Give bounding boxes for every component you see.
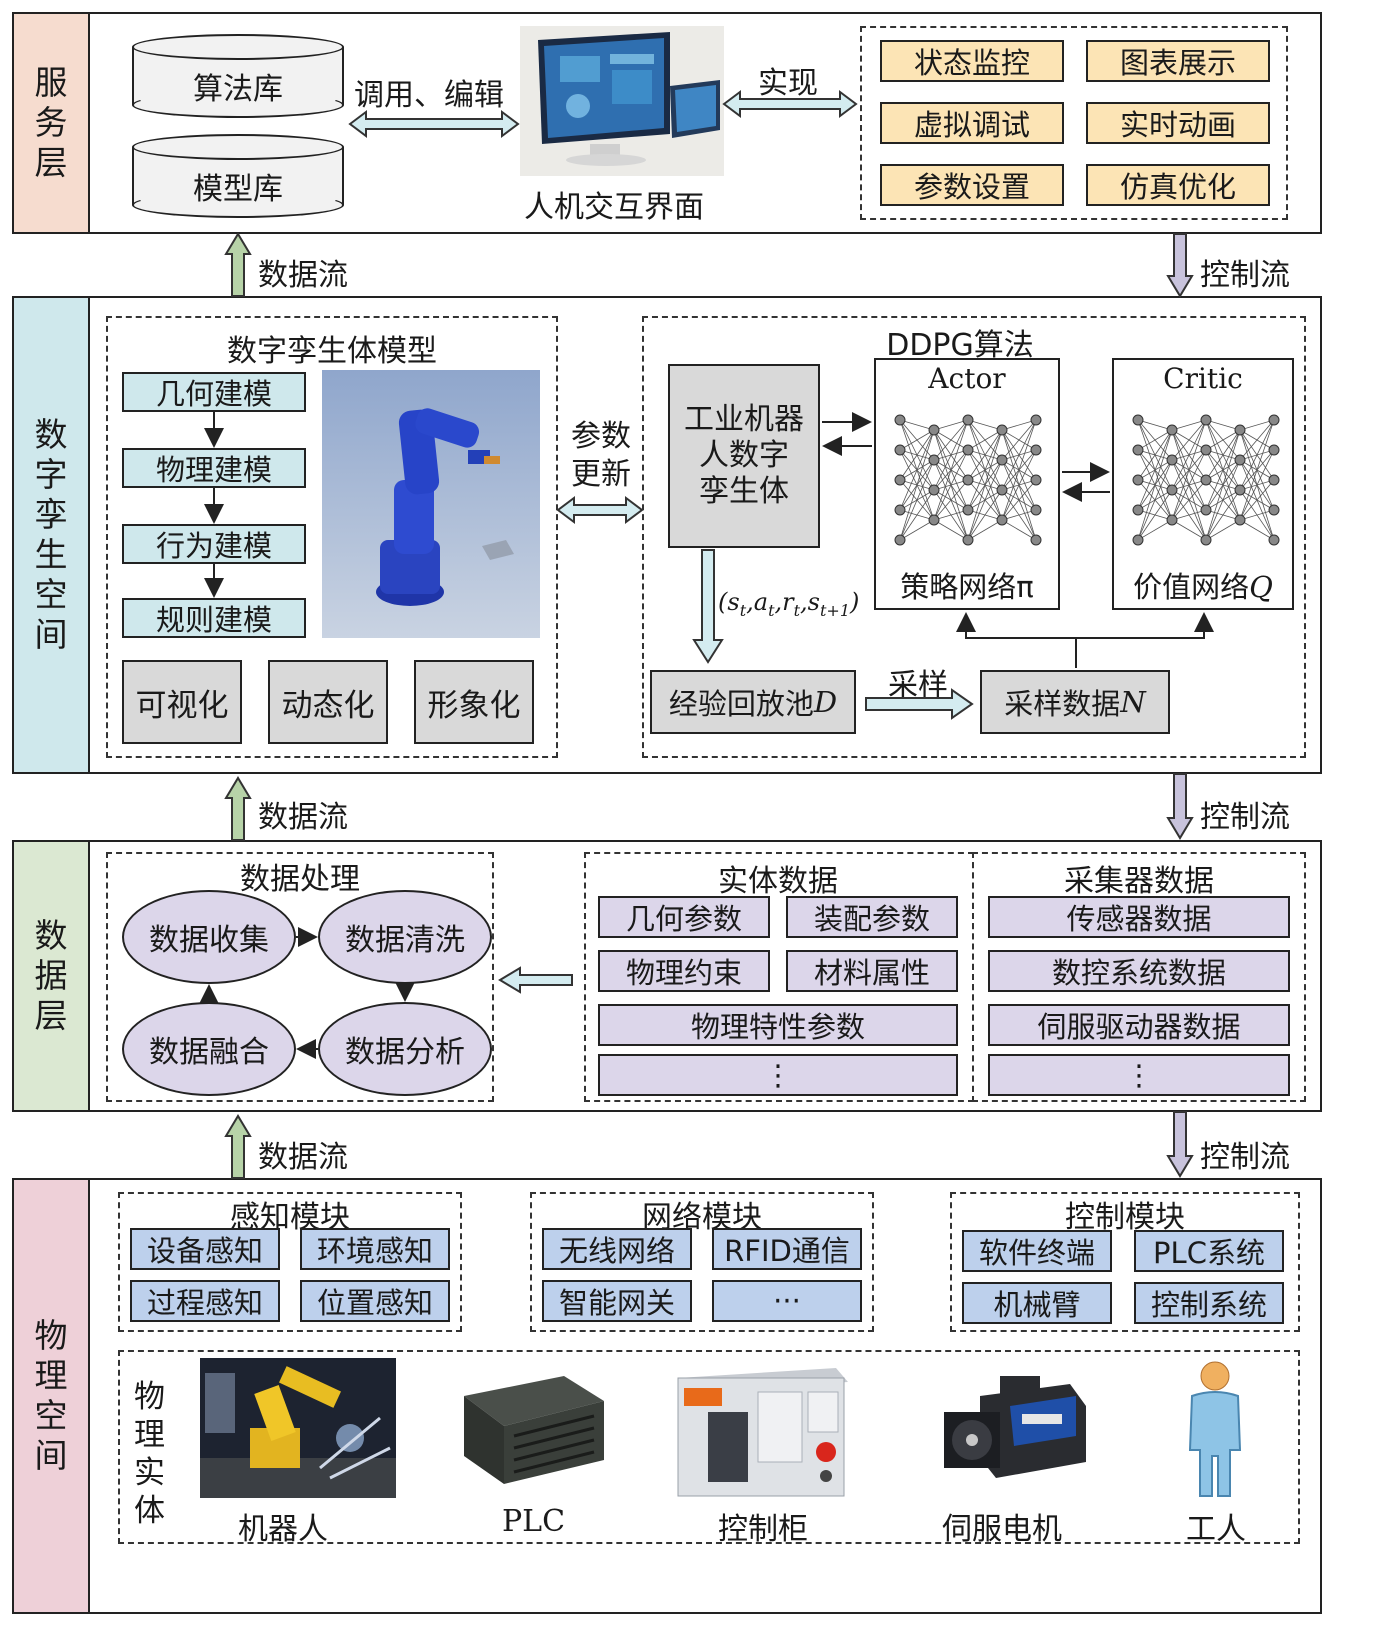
critic-title: Critic bbox=[1163, 362, 1243, 395]
network-more: ··· bbox=[712, 1280, 862, 1322]
algorithm-library: 算法库 bbox=[132, 34, 344, 118]
call-edit-label: 调用、编辑 bbox=[354, 78, 504, 113]
actor-network: Actor 策略网络π bbox=[874, 358, 1060, 610]
actor-title: Actor bbox=[928, 362, 1006, 395]
plc-photo bbox=[454, 1356, 616, 1494]
servo-motor-photo bbox=[940, 1366, 1090, 1496]
entity-servo-motor-label: 伺服电机 bbox=[942, 1512, 1062, 1547]
critic-net-label: 价值网络Q bbox=[1133, 570, 1273, 604]
physical-entity-group bbox=[118, 1350, 1300, 1544]
transition-tuple: (st,at,rt,st+1) bbox=[718, 588, 860, 620]
data-processing-title: 数据处理 bbox=[240, 862, 360, 897]
process-sensing: 过程感知 bbox=[130, 1280, 280, 1322]
collector-more: ⋮ bbox=[988, 1054, 1290, 1096]
twin-model-group bbox=[106, 316, 558, 758]
collector-data-group bbox=[972, 852, 1306, 1102]
control-module-group bbox=[950, 1192, 1300, 1332]
entity-geometric-params: 几何参数 bbox=[598, 896, 770, 938]
control-cabinet-photo bbox=[668, 1362, 854, 1498]
behavior-modeling: 行为建模 bbox=[122, 524, 306, 564]
physical-layer-label: 物理空间 bbox=[12, 1178, 90, 1614]
sensor-data: 传感器数据 bbox=[988, 896, 1290, 938]
data-cleaning: 数据清洗 bbox=[318, 890, 492, 984]
robotic-arm: 机械臂 bbox=[962, 1282, 1112, 1324]
visualization-image: 形象化 bbox=[414, 660, 534, 744]
realize-label: 实现 bbox=[758, 66, 818, 101]
data-processing-group bbox=[106, 852, 494, 1102]
sampling-label: 采样 bbox=[888, 668, 948, 703]
entity-assembly-params: 装配参数 bbox=[786, 896, 958, 938]
function-status-monitor: 状态监控 bbox=[880, 40, 1064, 82]
entity-physical-characteristics: 物理特性参数 bbox=[598, 1004, 958, 1046]
control-flow-label-3: 控制流 bbox=[1200, 1140, 1290, 1175]
data-flow-label-1: 数据流 bbox=[258, 258, 348, 293]
robot-digital-twin: 工业机器人数字孪生体 bbox=[668, 364, 820, 548]
function-chart-display: 图表展示 bbox=[1086, 40, 1270, 82]
function-simulation-optimize: 仿真优化 bbox=[1086, 164, 1270, 206]
environment-sensing: 环境感知 bbox=[300, 1228, 450, 1270]
collector-data-title: 采集器数据 bbox=[1064, 864, 1214, 899]
entity-physical-constraints: 物理约束 bbox=[598, 950, 770, 992]
hmi-label: 人机交互界面 bbox=[524, 190, 704, 225]
twin-model-title: 数字孪生体模型 bbox=[227, 334, 437, 369]
worker-icon bbox=[1180, 1360, 1250, 1500]
rule-modeling: 规则建模 bbox=[122, 598, 306, 638]
actor-net-label: 策略网络π bbox=[900, 570, 1034, 604]
control-system: 控制系统 bbox=[1134, 1282, 1284, 1324]
function-virtual-debug: 虚拟调试 bbox=[880, 102, 1064, 144]
entity-control-cabinet-label: 控制柜 bbox=[718, 1512, 808, 1547]
control-flow-label-1: 控制流 bbox=[1200, 258, 1290, 293]
data-layer-label: 数据层 bbox=[12, 840, 90, 1112]
visualization: 可视化 bbox=[122, 660, 242, 744]
function-parameter-setting: 参数设置 bbox=[880, 164, 1064, 206]
entity-material-properties: 材料属性 bbox=[786, 950, 958, 992]
wireless-network: 无线网络 bbox=[542, 1228, 692, 1270]
ddpg-group bbox=[642, 316, 1306, 758]
dynamization: 动态化 bbox=[268, 660, 388, 744]
geometric-modeling: 几何建模 bbox=[122, 372, 306, 412]
entity-plc-label: PLC bbox=[502, 1504, 566, 1539]
physical-entity-label: 物理实体 bbox=[134, 1379, 165, 1529]
robot-twin-image bbox=[322, 370, 540, 638]
control-module-title: 控制模块 bbox=[1065, 1200, 1185, 1235]
network-module-group bbox=[530, 1192, 874, 1332]
robot-photo bbox=[200, 1358, 396, 1498]
rfid-communication: RFID通信 bbox=[712, 1228, 862, 1270]
data-collection: 数据收集 bbox=[122, 890, 296, 984]
control-flow-label-2: 控制流 bbox=[1200, 800, 1290, 835]
function-realtime-animation: 实时动画 bbox=[1086, 102, 1270, 144]
actor-nn-icon bbox=[894, 414, 1042, 546]
entity-more: ⋮ bbox=[598, 1054, 958, 1096]
critic-network: Critic 价值网络Q bbox=[1112, 358, 1294, 610]
entity-robot-label: 机器人 bbox=[238, 1512, 328, 1547]
service-layer-label: 服务层 bbox=[12, 12, 90, 234]
plc-system: PLC系统 bbox=[1134, 1230, 1284, 1272]
param-update-label: 参数更新 bbox=[571, 419, 631, 492]
position-sensing: 位置感知 bbox=[300, 1280, 450, 1322]
ddpg-title: DDPG算法 bbox=[886, 328, 1034, 363]
data-analysis: 数据分析 bbox=[318, 1002, 492, 1096]
data-flow-label-3: 数据流 bbox=[258, 1140, 348, 1175]
hmi-image bbox=[520, 26, 724, 176]
function-group bbox=[860, 26, 1288, 220]
data-flow-label-2: 数据流 bbox=[258, 800, 348, 835]
twin-layer-label: 数字孪生空间 bbox=[12, 296, 90, 774]
cnc-system-data: 数控系统数据 bbox=[988, 950, 1290, 992]
servo-driver-data: 伺服驱动器数据 bbox=[988, 1004, 1290, 1046]
smart-gateway: 智能网关 bbox=[542, 1280, 692, 1322]
sense-module-group bbox=[118, 1192, 462, 1332]
entity-data-title: 实体数据 bbox=[718, 864, 838, 899]
model-library: 模型库 bbox=[132, 134, 344, 218]
critic-nn-icon bbox=[1132, 414, 1280, 546]
data-fusion: 数据融合 bbox=[122, 1002, 296, 1096]
entity-worker-label: 工人 bbox=[1186, 1512, 1246, 1547]
device-sensing: 设备感知 bbox=[130, 1228, 280, 1270]
software-terminal: 软件终端 bbox=[962, 1230, 1112, 1272]
physical-modeling: 物理建模 bbox=[122, 448, 306, 488]
